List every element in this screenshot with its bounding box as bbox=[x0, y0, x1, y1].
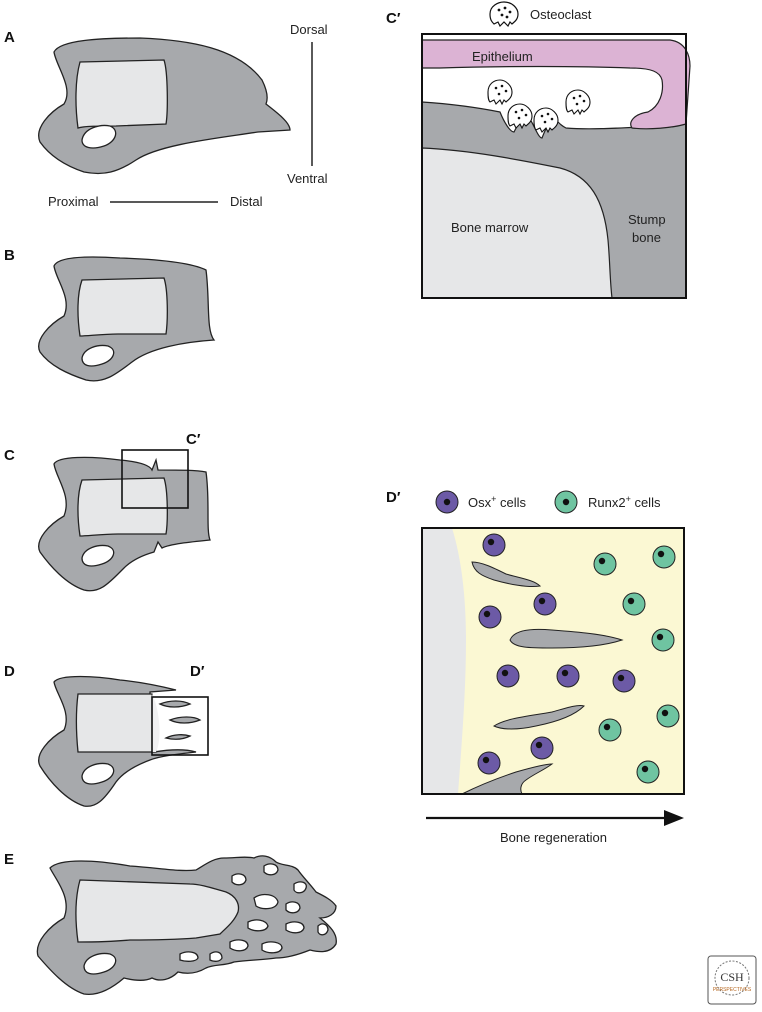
fin-ray-d bbox=[38, 675, 202, 807]
fin-ray-e bbox=[36, 855, 337, 996]
epithelium-layer bbox=[421, 39, 691, 130]
osx-cell bbox=[612, 669, 636, 693]
runx2-cell bbox=[636, 760, 660, 784]
panel-label-d: D bbox=[4, 663, 15, 680]
osx-cell bbox=[477, 751, 501, 775]
bone-fragment bbox=[461, 763, 554, 795]
csh-perspectives-logo: CSH PERSPECTIVES bbox=[707, 955, 757, 1005]
panel-label-a: A bbox=[4, 29, 15, 46]
axis-proximal-distal: Proximal Distal bbox=[48, 194, 263, 209]
logo-text-perspectives: PERSPECTIVES bbox=[713, 987, 752, 993]
runx2-cell bbox=[593, 552, 617, 576]
osx-cell bbox=[478, 605, 502, 629]
bone-fragment bbox=[471, 561, 542, 587]
stump-marrow-edge bbox=[422, 528, 466, 794]
d-prime-inset-box bbox=[151, 696, 209, 756]
runx2-legend: Runx2+ cells bbox=[554, 490, 661, 514]
osteoclast-cell bbox=[487, 79, 513, 106]
panel-label-d-prime: D′ bbox=[386, 489, 401, 506]
fin-ray-a bbox=[38, 37, 291, 175]
osx-legend-sup: + bbox=[491, 494, 496, 504]
stump-bone-label-line1: Stump bbox=[628, 212, 666, 227]
runx2-cell bbox=[651, 628, 675, 652]
osx-cell bbox=[533, 592, 557, 616]
proximal-label: Proximal bbox=[48, 194, 99, 209]
osteoclast-cell bbox=[507, 103, 533, 130]
osteoclast-label: Osteoclast bbox=[530, 7, 592, 22]
bone-marrow-region bbox=[421, 147, 613, 299]
epithelium-label: Epithelium bbox=[472, 49, 533, 64]
svg-text:Runx2+ cells: Runx2+ cells bbox=[588, 494, 661, 510]
bone-regeneration-arrow bbox=[426, 810, 684, 826]
osx-cell bbox=[496, 664, 520, 688]
bone-regeneration-label: Bone regeneration bbox=[500, 830, 607, 845]
fin-ray-b bbox=[38, 256, 216, 382]
runx2-legend-sup: + bbox=[626, 494, 631, 504]
runx2-cell bbox=[652, 545, 676, 569]
panel-label-e: E bbox=[4, 851, 14, 868]
c-prime-frame: Epithelium Bone marrow Stump bone bbox=[421, 33, 691, 299]
bone-fragment bbox=[509, 628, 624, 649]
osteoclast-icon bbox=[489, 1, 519, 28]
osx-cell bbox=[556, 664, 580, 688]
runx2-cell bbox=[598, 718, 622, 742]
dorsal-label: Dorsal bbox=[290, 22, 328, 37]
runx2-cell bbox=[622, 592, 646, 616]
osteoclast-legend: Osteoclast bbox=[489, 1, 592, 28]
inset-label-d-prime: D′ bbox=[190, 663, 205, 680]
stump-bone-label-line2: bone bbox=[632, 230, 661, 245]
osx-legend-label: Osx bbox=[468, 495, 492, 510]
svg-text:Osx+ cells: Osx+ cells bbox=[468, 494, 527, 510]
axis-dorsal-ventral: Dorsal Ventral bbox=[287, 22, 328, 186]
panel-label-c: C bbox=[4, 447, 15, 464]
osx-legend-suffix: cells bbox=[496, 495, 526, 510]
panel-label-c-prime: C′ bbox=[386, 10, 401, 27]
panel-label-b: B bbox=[4, 247, 15, 264]
osteoclast-cell bbox=[533, 107, 559, 134]
bone-marrow-label: Bone marrow bbox=[451, 220, 529, 235]
runx2-legend-label: Runx2 bbox=[588, 495, 626, 510]
fin-ray-c bbox=[38, 456, 211, 592]
inset-label-c-prime: C′ bbox=[186, 431, 201, 448]
d-prime-frame bbox=[421, 527, 685, 795]
logo-text-csh: CSH bbox=[720, 970, 744, 984]
ventral-label: Ventral bbox=[287, 171, 328, 186]
bone-fragment bbox=[493, 705, 585, 730]
osx-legend: Osx+ cells bbox=[435, 490, 527, 514]
runx2-legend-suffix: cells bbox=[631, 495, 661, 510]
runx2-cell bbox=[656, 704, 680, 728]
osx-cell bbox=[482, 533, 506, 557]
distal-label: Distal bbox=[230, 194, 263, 209]
osx-cell bbox=[530, 736, 554, 760]
c-prime-inset-box bbox=[121, 449, 189, 509]
osteoclast-cell bbox=[565, 89, 591, 116]
